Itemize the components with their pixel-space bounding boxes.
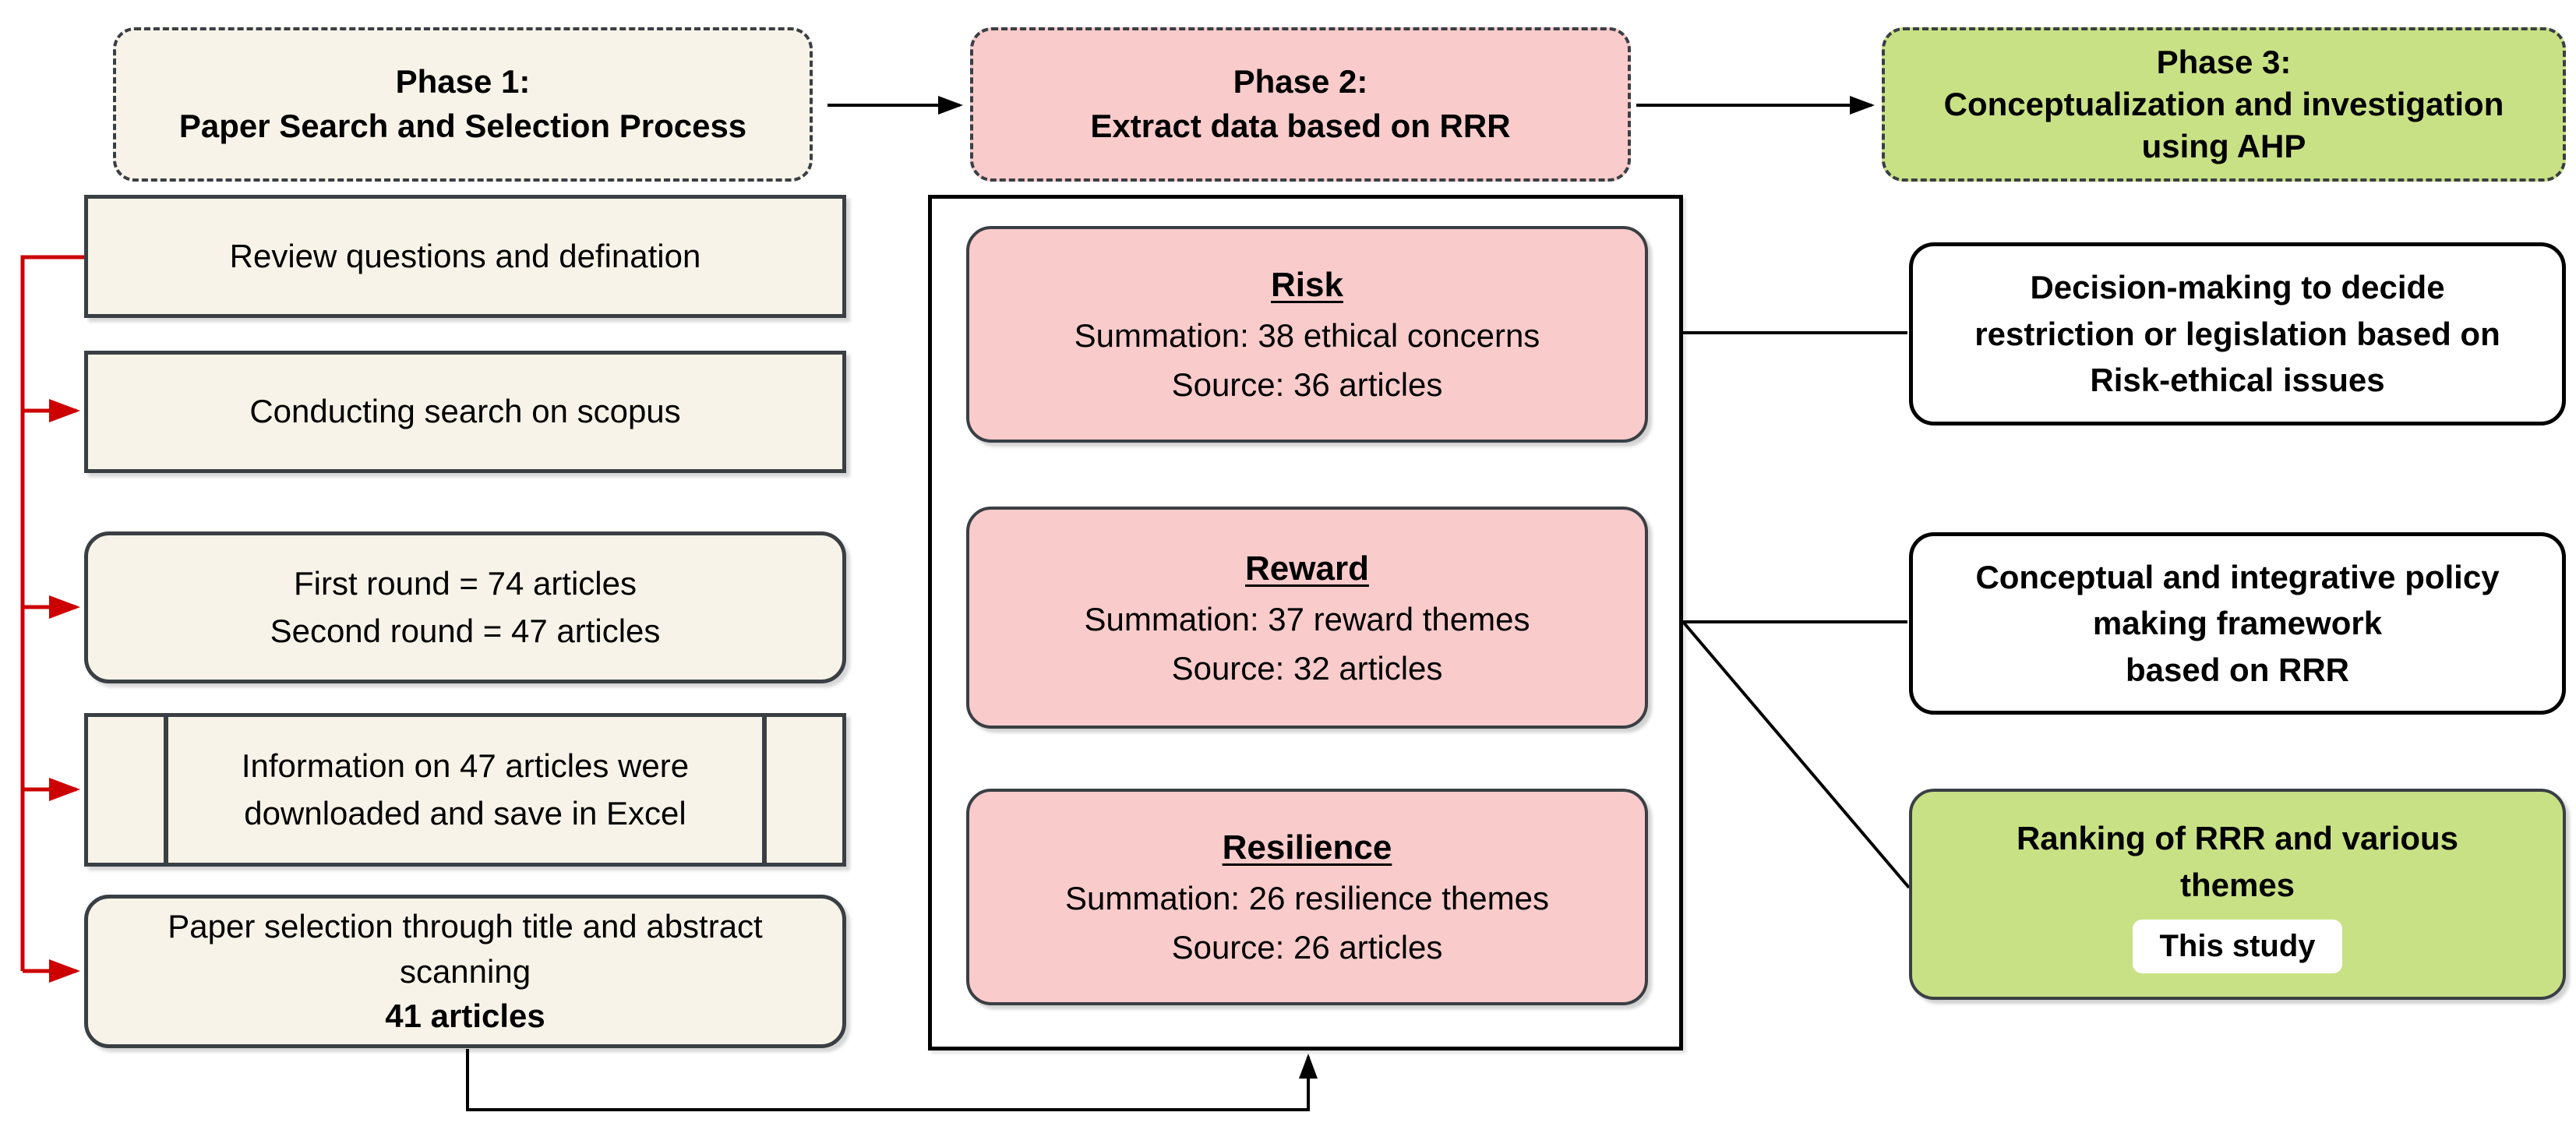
risk-summation: Summation: 38 ethical concerns (1074, 317, 1540, 354)
risk-source: Source: 36 articles (1171, 366, 1443, 403)
resilience-source: Source: 26 articles (1171, 929, 1443, 966)
step-paper-selection-count: 41 articles (385, 998, 545, 1035)
step-conducting-search: Conducting search on scopus (84, 351, 846, 473)
resilience-box: Resilience Summation: 26 resilience them… (966, 789, 1648, 1005)
ranking-box: Ranking of RRR and various themes This s… (1909, 789, 2566, 1000)
decision-box: Decision-making to decide restriction or… (1909, 242, 2566, 425)
this-study-badge: This study (2133, 919, 2342, 973)
phase1-header: Phase 1: Paper Search and Selection Proc… (113, 27, 813, 182)
ranking-label: Ranking of RRR and various themes (2016, 820, 2459, 904)
phase3-header: Phase 3: Conceptualization and investiga… (1882, 27, 2566, 182)
step-information-excel: Information on 47 articles were download… (84, 713, 846, 867)
reward-title: Reward (1245, 549, 1369, 588)
phase2-header: Phase 2: Extract data based on RRR (970, 27, 1631, 182)
step-paper-selection-label: Paper selection through title and abstra… (168, 907, 763, 990)
resilience-summation: Summation: 26 resilience themes (1065, 880, 1549, 916)
line-container-to-ranking (1681, 620, 1911, 889)
right-inner-divider (762, 717, 767, 863)
arrow-selection-to-container (466, 1049, 1318, 1111)
step-search-rounds: First round = 74 articles Second round =… (84, 531, 846, 683)
red-spine-connector (20, 255, 84, 971)
step-review-questions: Review questions and defination (84, 195, 846, 318)
reward-summation: Summation: 37 reward themes (1084, 600, 1530, 637)
resilience-title: Resilience (1222, 828, 1392, 867)
left-inner-divider (164, 717, 168, 863)
risk-title: Risk (1271, 266, 1343, 304)
reward-source: Source: 32 articles (1171, 649, 1443, 687)
risk-box: Risk Summation: 38 ethical concerns Sour… (966, 226, 1648, 443)
step-information-excel-label: Information on 47 articles were download… (241, 747, 690, 832)
step-paper-selection: Paper selection through title and abstra… (84, 895, 846, 1048)
reward-box: Reward Summation: 37 reward themes Sourc… (966, 507, 1648, 729)
framework-box: Conceptual and integrative policy making… (1909, 532, 2566, 715)
